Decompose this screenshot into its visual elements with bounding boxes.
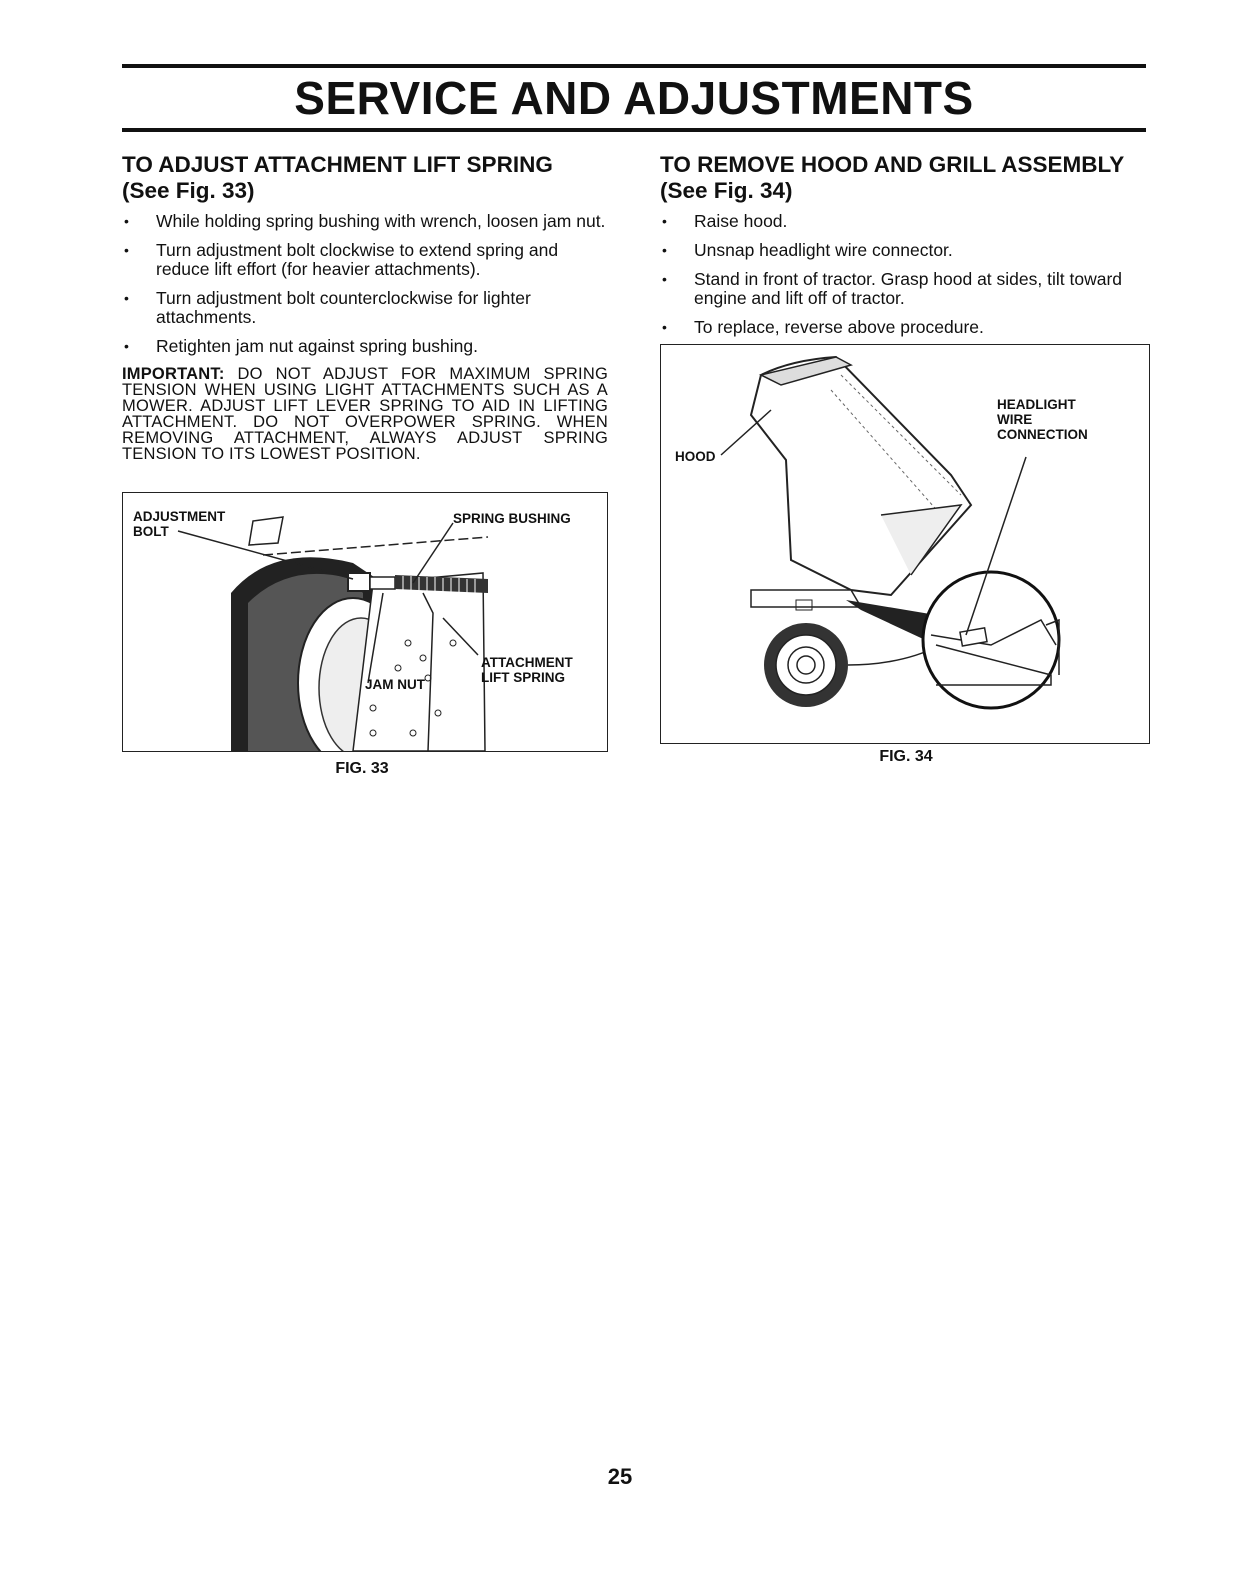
right-heading: TO REMOVE HOOD AND GRILL ASSEMBLY (See F… — [660, 152, 1150, 204]
left-section: TO ADJUST ATTACHMENT LIFT SPRING (See Fi… — [122, 152, 608, 462]
right-step: Raise hood. — [660, 212, 1150, 232]
top-rule — [122, 64, 1146, 68]
figure-34: HOOD HEADLIGHT WIRE CONNECTION — [660, 344, 1150, 744]
left-heading-ref: (See Fig. 33) — [122, 178, 255, 203]
important-label: IMPORTANT: — [122, 365, 225, 383]
label-adjustment: ADJUSTMENT — [133, 509, 226, 524]
left-step: Retighten jam nut against spring bushing… — [122, 337, 608, 357]
figure-33: ADJUSTMENT BOLT SPRING BUSHING ATTACHMEN… — [122, 492, 608, 752]
important-text: DO NOT ADJUST FOR MAXIMUM SPRING TENSION… — [122, 365, 608, 463]
figure-33-illustration — [177, 516, 489, 751]
label-connection: CONNECTION — [997, 427, 1088, 442]
label-spring-bushing: SPRING BUSHING — [453, 511, 571, 526]
label-jam-nut: JAM NUT — [365, 677, 425, 692]
figure-33-caption: FIG. 33 — [335, 760, 389, 777]
right-step: Stand in front of tractor. Grasp hood at… — [660, 270, 1150, 308]
bottom-rule — [122, 128, 1146, 132]
label-wire: WIRE — [997, 412, 1033, 427]
right-heading-ref: (See Fig. 34) — [660, 178, 793, 203]
right-step: To replace, reverse above procedure. — [660, 318, 1150, 338]
right-steps-list: Raise hood. Unsnap headlight wire connec… — [660, 212, 1150, 338]
label-headlight: HEADLIGHT — [997, 397, 1076, 412]
page-number: 25 — [607, 1464, 633, 1489]
page-title: SERVICE AND ADJUSTMENTS — [294, 72, 974, 124]
label-hood: HOOD — [675, 449, 716, 464]
left-heading-title: TO ADJUST ATTACHMENT LIFT SPRING — [122, 152, 553, 177]
label-lift-spring: LIFT SPRING — [481, 670, 565, 685]
label-bolt: BOLT — [133, 524, 169, 539]
left-step: While holding spring bushing with wrench… — [122, 212, 608, 232]
left-step: Turn adjustment bolt counterclockwise fo… — [122, 289, 608, 327]
figure-34-illustration — [720, 355, 1061, 710]
important-note: IMPORTANT: DO NOT ADJUST FOR MAXIMUM SPR… — [122, 365, 608, 463]
right-step: Unsnap headlight wire connector. — [660, 241, 1150, 261]
label-attachment: ATTACHMENT — [481, 655, 573, 670]
left-step: Turn adjustment bolt clockwise to extend… — [122, 241, 608, 279]
right-section: TO REMOVE HOOD AND GRILL ASSEMBLY (See F… — [660, 152, 1150, 347]
left-steps-list: While holding spring bushing with wrench… — [122, 212, 608, 357]
right-heading-title: TO REMOVE HOOD AND GRILL ASSEMBLY — [660, 152, 1125, 177]
left-heading: TO ADJUST ATTACHMENT LIFT SPRING (See Fi… — [122, 152, 608, 204]
figure-34-caption: FIG. 34 — [879, 748, 933, 765]
